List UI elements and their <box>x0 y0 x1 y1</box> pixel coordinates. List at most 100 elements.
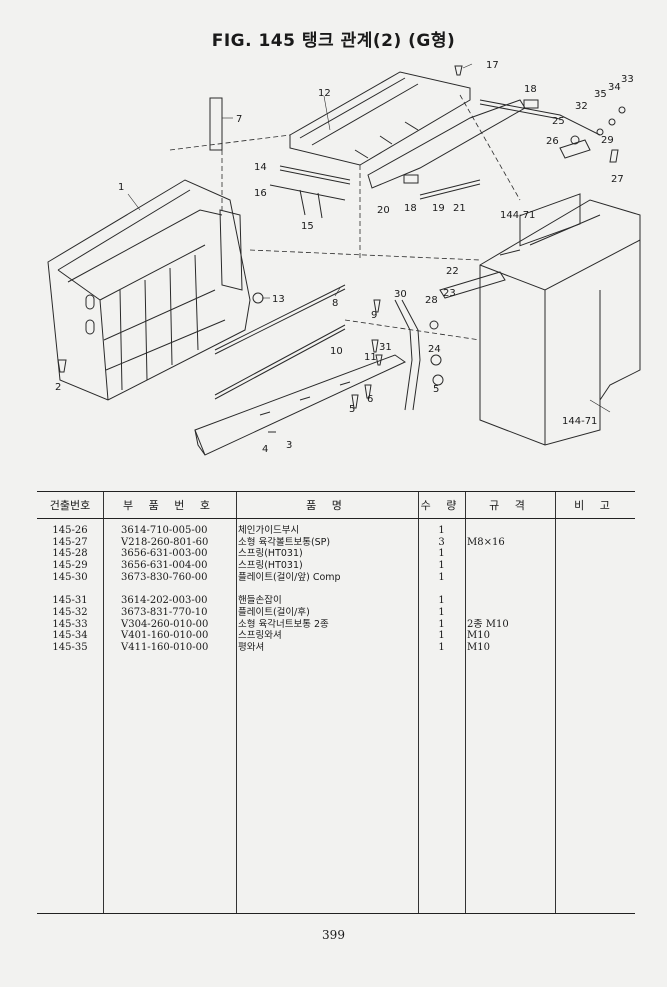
spec <box>465 525 555 537</box>
part-no: 3656-631-004-00 <box>121 560 208 572</box>
spec <box>465 560 555 572</box>
qty: 1 <box>438 618 445 630</box>
callout-144-71b: 144-71 <box>562 416 597 427</box>
rail-part-14 <box>279 165 351 185</box>
spec <box>465 572 555 584</box>
qty: 1 <box>438 642 445 654</box>
callout-34: 34 <box>608 82 621 93</box>
part-no: 3673-830-760-00 <box>121 571 208 583</box>
spec <box>465 595 555 607</box>
remark <box>555 642 635 654</box>
spec: M8×16 <box>467 536 505 548</box>
col-divider <box>465 491 466 913</box>
exploded-parts-diagram: 1 2 3 4 5 5 6 7 8 9 10 11 12 13 14 15 16… <box>47 60 641 456</box>
callout-28: 28 <box>425 295 438 306</box>
item-no: 145-32 <box>52 606 88 618</box>
callout-31: 31 <box>379 342 392 353</box>
callout-27: 27 <box>611 174 624 185</box>
col-divider <box>555 491 556 913</box>
qty: 1 <box>438 571 445 583</box>
spec: 2종 M10 <box>467 618 509 630</box>
header-item-no: 건출번호 <box>37 491 103 519</box>
tank-housing-144-71 <box>479 193 641 446</box>
callout-17: 17 <box>486 60 499 71</box>
item-no: 145-33 <box>52 618 88 630</box>
handle-part-30 <box>394 299 421 411</box>
callout-8: 8 <box>332 298 338 309</box>
part-no: V411-160-010-00 <box>121 642 209 654</box>
part-name: 핸들손잡이 <box>238 595 282 607</box>
callout-32: 32 <box>575 101 588 112</box>
callout-18b: 18 <box>404 203 417 214</box>
callout-21: 21 <box>453 203 466 214</box>
callout-18a: 18 <box>524 84 537 95</box>
callout-11: 11 <box>364 352 377 363</box>
tank-frame-part-1 <box>47 179 251 401</box>
callout-13: 13 <box>272 294 285 305</box>
parts-table: 건출번호 부 품 번 호 품 명 수 량 규 격 비 고 145-26 3614-… <box>37 491 635 654</box>
callout-1: 1 <box>118 182 124 193</box>
rail-part-16 <box>269 184 346 201</box>
remark <box>555 525 635 537</box>
remark <box>555 595 635 607</box>
remark <box>555 560 635 572</box>
table-bottom-rule <box>37 913 635 914</box>
spec: M10 <box>467 630 490 642</box>
part-no: 3614-202-003-00 <box>121 595 208 607</box>
spec <box>465 548 555 560</box>
callout-33: 33 <box>621 74 634 85</box>
remark <box>555 572 635 584</box>
item-no: 145-26 <box>52 525 88 536</box>
callout-16: 16 <box>254 188 267 199</box>
callout-24: 24 <box>428 344 441 355</box>
part-no: V304-260-010-00 <box>121 618 209 630</box>
callout-30: 30 <box>394 289 407 300</box>
strip-part-19 <box>419 179 481 200</box>
bolt-part-17 <box>454 65 463 76</box>
rod-part-8 <box>214 284 346 355</box>
col-divider <box>418 491 419 913</box>
col-divider <box>236 491 237 913</box>
callout-10: 10 <box>330 346 343 357</box>
remark <box>555 630 635 642</box>
part-no: 3614-710-005-00 <box>121 525 208 536</box>
item-no: 145-29 <box>52 560 88 572</box>
callout-3: 3 <box>286 440 292 451</box>
remark <box>555 619 635 631</box>
part-name: 스프링(HT031) <box>238 548 303 560</box>
callout-25: 25 <box>552 116 565 127</box>
table-row: 145-29 3656-631-004-00 스프링(HT031) 1 <box>37 560 635 572</box>
header-part-no: 부 품 번 호 <box>103 491 236 519</box>
header-qty: 수 량 <box>418 491 465 519</box>
part-name: 스프링와셔 <box>238 630 282 642</box>
header-part-name: 품 명 <box>236 491 418 519</box>
qty: 1 <box>438 525 445 536</box>
callout-20: 20 <box>377 205 390 216</box>
qty: 1 <box>438 595 445 607</box>
table-header-row: 건출번호 부 품 번 호 품 명 수 량 규 격 비 고 <box>37 491 635 519</box>
bracket-part-22 <box>439 271 506 299</box>
callout-15: 15 <box>301 221 314 232</box>
item-no: 145-27 <box>52 536 88 548</box>
qty: 1 <box>438 630 445 642</box>
remark <box>555 607 635 619</box>
part-no: 3673-831-770-10 <box>121 606 208 618</box>
item-no: 145-34 <box>52 630 88 642</box>
qty: 1 <box>438 548 445 560</box>
callout-6: 6 <box>367 394 373 405</box>
callout-5b: 5 <box>433 384 439 395</box>
spec: M10 <box>467 642 490 654</box>
callout-26: 26 <box>546 136 559 147</box>
callout-29: 29 <box>601 135 614 146</box>
plate-part-7 <box>209 97 223 151</box>
callout-14: 14 <box>254 162 267 173</box>
qty: 1 <box>438 560 445 572</box>
callout-144-71a: 144-71 <box>500 210 535 221</box>
part-name: 스프링(HT031) <box>238 560 303 572</box>
